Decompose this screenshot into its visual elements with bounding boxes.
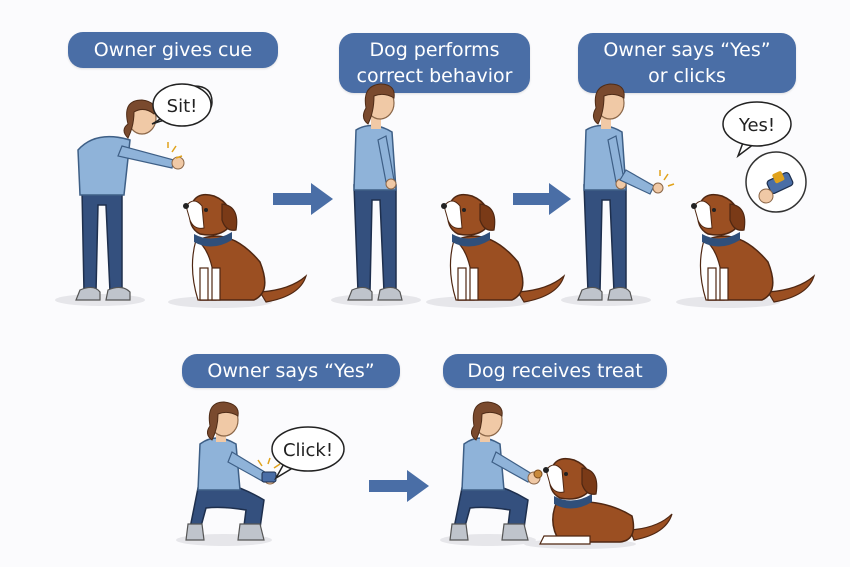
step-3-label-line-1: Owner says “Yes”	[603, 39, 771, 61]
step-4-speech-bubble: Click!	[271, 426, 345, 481]
step-1-speech-bubble: Sit!	[151, 83, 213, 127]
step-1-hand-sparkle-icon	[167, 142, 183, 159]
arrow-right-icon	[369, 470, 429, 502]
step-3-owner-figure	[560, 83, 664, 307]
step-3-label: Owner says “Yes” or clicks	[578, 33, 796, 93]
step-2-label-line-2: correct behavior	[356, 65, 513, 87]
step-4-speech-text: Click!	[283, 440, 333, 461]
clicker-icon	[745, 151, 807, 213]
step-5-dog-figure	[523, 457, 673, 550]
step-3-clicker-sparkle-icon	[659, 170, 675, 187]
step-2-label: Dog performs correct behavior	[339, 33, 530, 93]
step-4-label: Owner says “Yes”	[182, 354, 400, 388]
step-3-speech-text: Yes!	[738, 115, 775, 136]
step-4-owner-figure	[175, 401, 277, 547]
step-4-clicker-sparkle-icon	[257, 457, 281, 469]
step-1-owner-figure	[54, 99, 185, 307]
arrow-right-icon	[513, 183, 571, 215]
step-2-dog-figure	[425, 193, 565, 309]
treat-icon	[533, 469, 543, 479]
step-1-speech-text: Sit!	[167, 96, 198, 117]
arrow-right-icon	[273, 183, 333, 215]
step-4-label-line-1: Owner says “Yes”	[207, 360, 375, 382]
step-1-label: Owner gives cue	[68, 32, 278, 68]
step-5-label: Dog receives treat	[443, 354, 667, 388]
step-1-dog-figure	[167, 193, 307, 309]
step-2-owner-figure	[330, 83, 422, 307]
step-3-dog-figure	[675, 193, 815, 309]
step-5-label-line-1: Dog receives treat	[467, 360, 643, 382]
step-3-speech-bubble: Yes!	[722, 101, 792, 159]
step-1-label-line-1: Owner gives cue	[93, 39, 253, 61]
step-5-owner-figure	[439, 401, 541, 547]
step-3-label-line-2: or clicks	[648, 65, 726, 87]
step-2-label-line-1: Dog performs	[369, 39, 500, 61]
